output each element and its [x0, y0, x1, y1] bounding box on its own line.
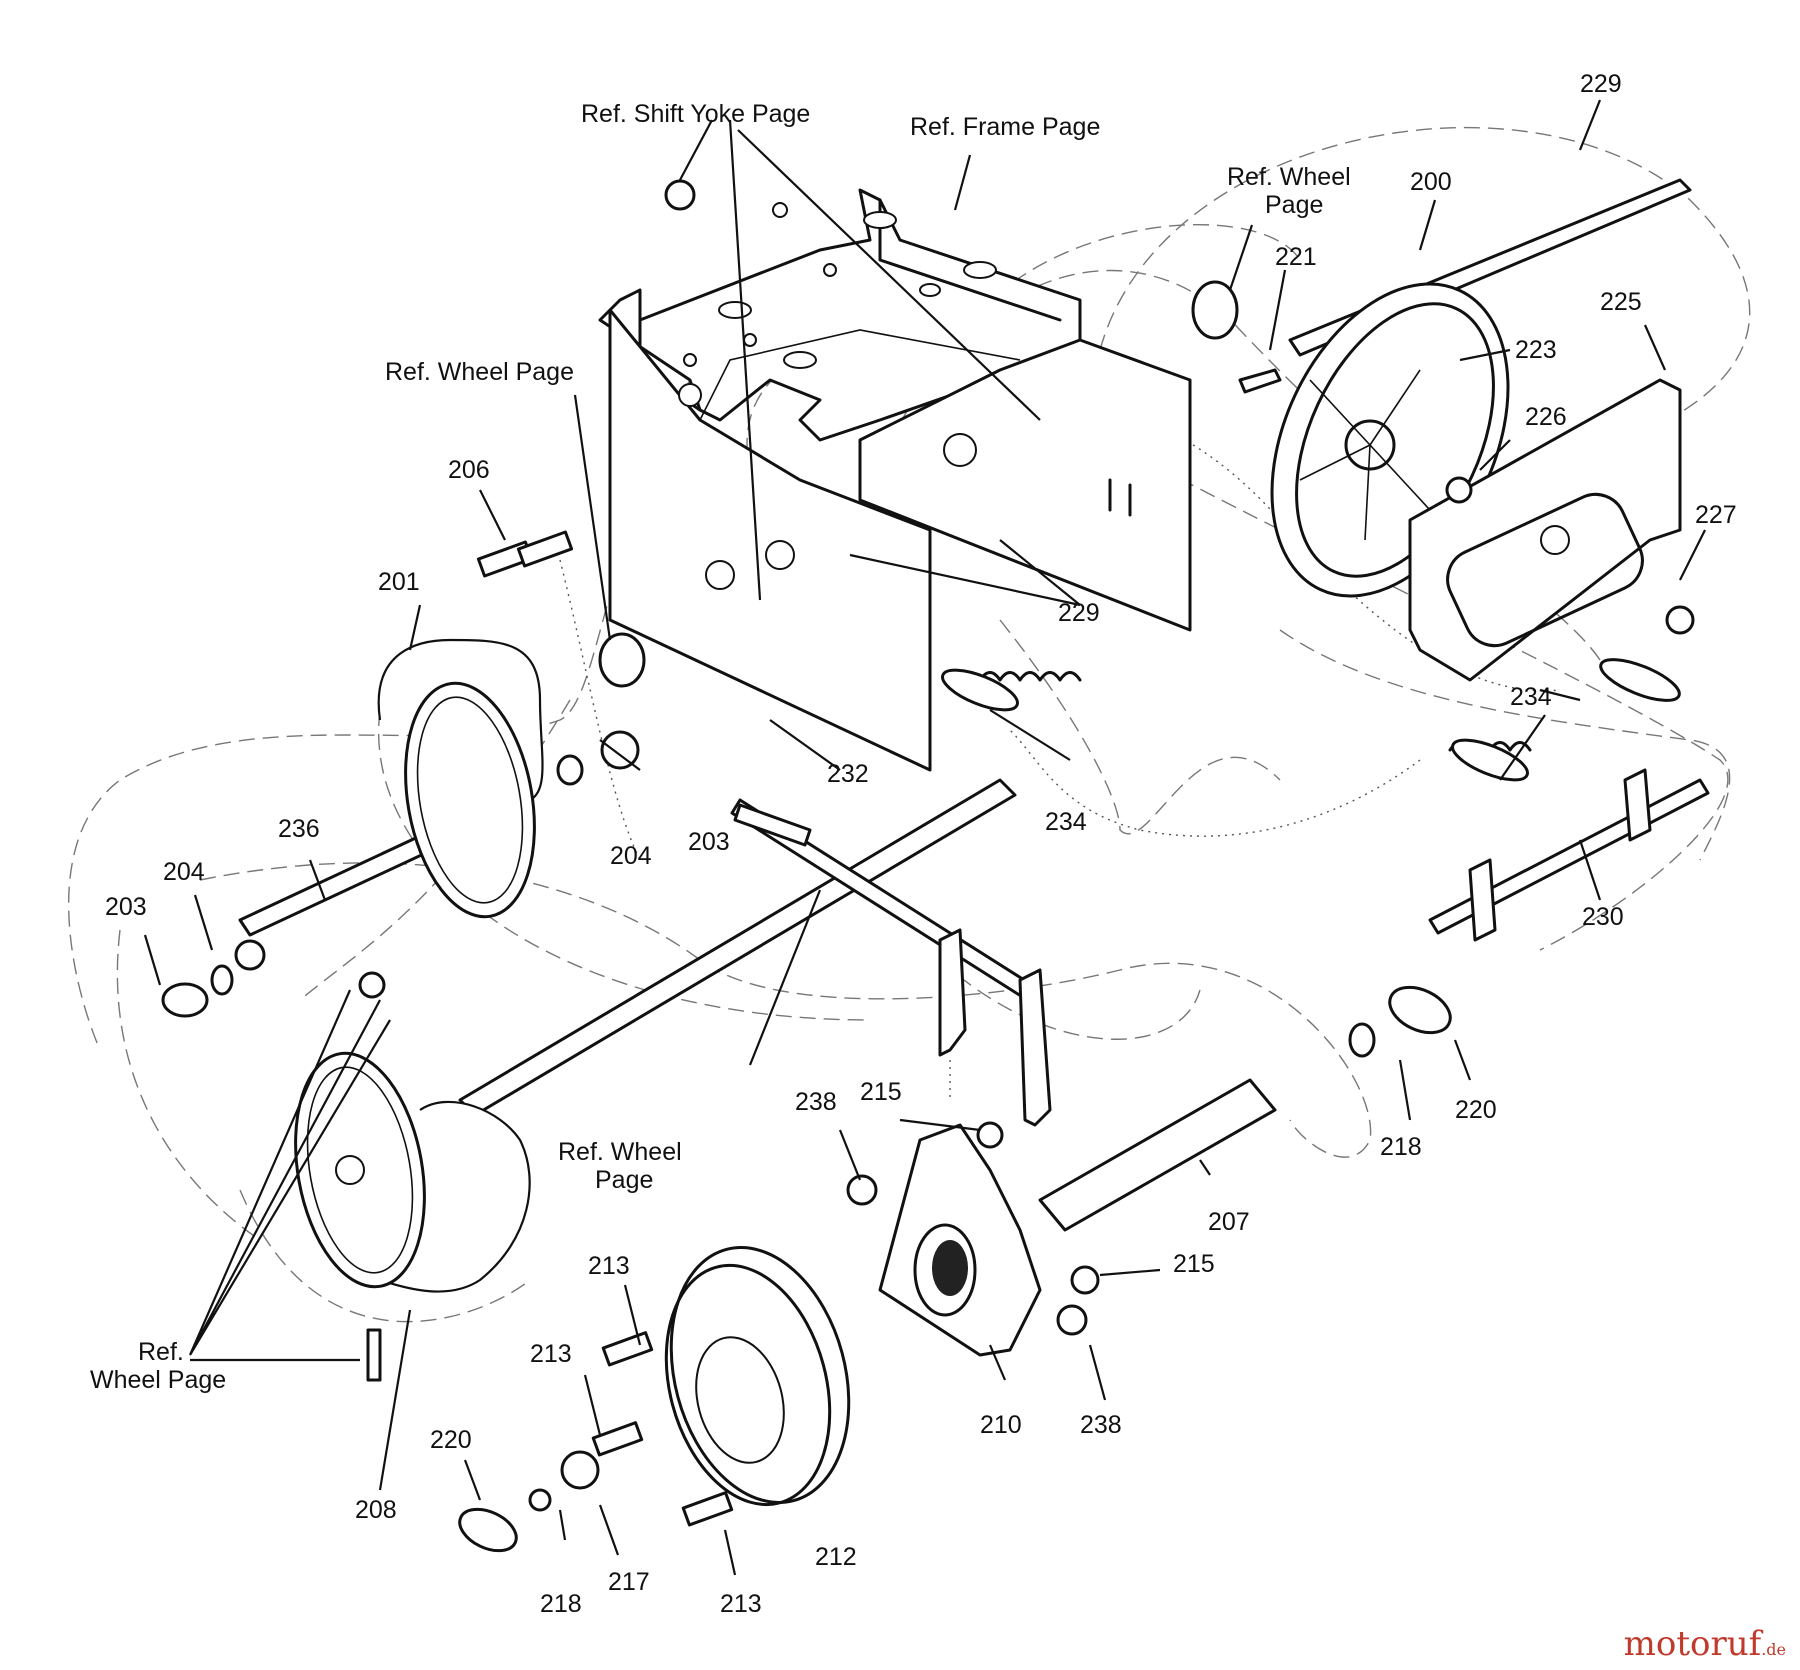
watermark-tld: .de — [1761, 1640, 1786, 1659]
part-number: 232 — [827, 760, 869, 788]
watermark-logo: motoruf.de — [1624, 1624, 1786, 1664]
watermark-name: motoruf — [1623, 1624, 1762, 1664]
part-number: 215 — [1173, 1250, 1215, 1278]
part-number: 217 — [608, 1568, 650, 1596]
part-number: 203 — [688, 828, 730, 856]
part-number: 210 — [980, 1411, 1022, 1439]
part-number: 225 — [1600, 288, 1642, 316]
part-number: 238 — [1080, 1411, 1122, 1439]
label-ref-wheel-mid-1: Ref. Wheel — [558, 1138, 682, 1166]
part-number: 213 — [588, 1252, 630, 1280]
part-number: 204 — [610, 842, 652, 870]
bearing-plate-210 — [878, 1123, 1042, 1357]
label-ref-wheel-bottom-2: Wheel Page — [90, 1366, 226, 1394]
label-ref-wheel-mid-2: Page — [595, 1166, 653, 1194]
part-number: 229 — [1058, 599, 1100, 627]
part-number: 213 — [530, 1340, 572, 1368]
sprockets — [234, 681, 536, 1289]
part-number: 206 — [448, 456, 490, 484]
part-number: 234 — [1045, 808, 1087, 836]
part-number: 227 — [1695, 501, 1737, 529]
part-number: 234 — [1510, 683, 1552, 711]
part-number: 200 — [1410, 168, 1452, 196]
shift-levers — [733, 768, 1652, 1127]
part-number: 220 — [1455, 1096, 1497, 1124]
part-number: 203 — [105, 893, 147, 921]
part-number: 208 — [355, 1496, 397, 1524]
bracket-225 — [1408, 378, 1682, 682]
label-ref-frame: Ref. Frame Page — [910, 113, 1100, 141]
part-number: 218 — [540, 1590, 582, 1618]
part-number: 230 — [1582, 903, 1624, 931]
part-number: 201 — [378, 568, 420, 596]
part-number: 204 — [163, 858, 205, 886]
part-number: 238 — [795, 1088, 837, 1116]
part-number: 207 — [1208, 1208, 1250, 1236]
part-number: 218 — [1380, 1133, 1422, 1161]
part-number: 220 — [430, 1426, 472, 1454]
label-ref-wheel-top-1: Ref. Wheel — [1227, 163, 1351, 191]
springs-234 — [941, 658, 1681, 782]
pulley-212 — [664, 1246, 851, 1507]
label-ref-wheel-left: Ref. Wheel Page — [385, 358, 574, 386]
part-number: 226 — [1525, 403, 1567, 431]
part-number: 229 — [1580, 70, 1622, 98]
part-number: 212 — [815, 1543, 857, 1571]
part-number: 223 — [1515, 336, 1557, 364]
callout-labels: Ref. Shift Yoke Page Ref. Frame Page Ref… — [90, 70, 1737, 1618]
label-ref-wheel-bottom-1: Ref. — [138, 1338, 184, 1366]
part-number: 215 — [860, 1078, 902, 1106]
part-number: 213 — [720, 1590, 762, 1618]
label-ref-shift-yoke: Ref. Shift Yoke Page — [581, 100, 810, 128]
label-ref-wheel-top-2: Page — [1265, 191, 1323, 219]
frame-housing — [598, 188, 1192, 772]
leader-lines — [143, 99, 1706, 1576]
part-number: 236 — [278, 815, 320, 843]
part-number: 221 — [1275, 243, 1317, 271]
hardware — [161, 179, 1695, 1553]
